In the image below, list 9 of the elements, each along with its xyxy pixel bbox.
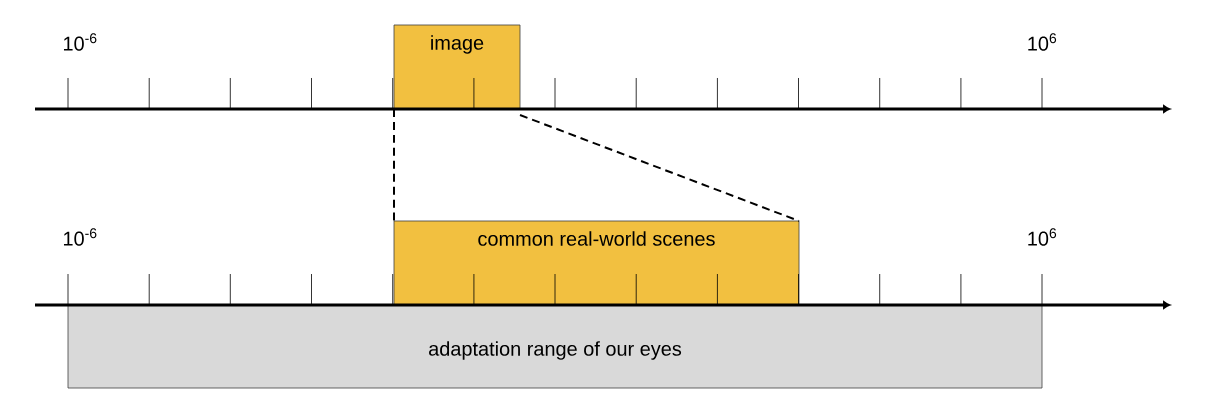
scale-label: 10$^{6}$	[1028, 228, 1057, 246]
range-box: adaptation range of our eyes	[67, 304, 1043, 389]
range-box: image	[393, 24, 521, 110]
range-box: common real-world scenes	[393, 220, 800, 306]
scale-label: 10$^{-6}$	[64, 33, 97, 51]
dashed-line	[393, 108, 395, 222]
scale-label: 10$^{6}$	[1028, 33, 1057, 51]
scale-label: 10$^{-6}$	[64, 228, 97, 246]
dashed-line	[519, 114, 800, 222]
